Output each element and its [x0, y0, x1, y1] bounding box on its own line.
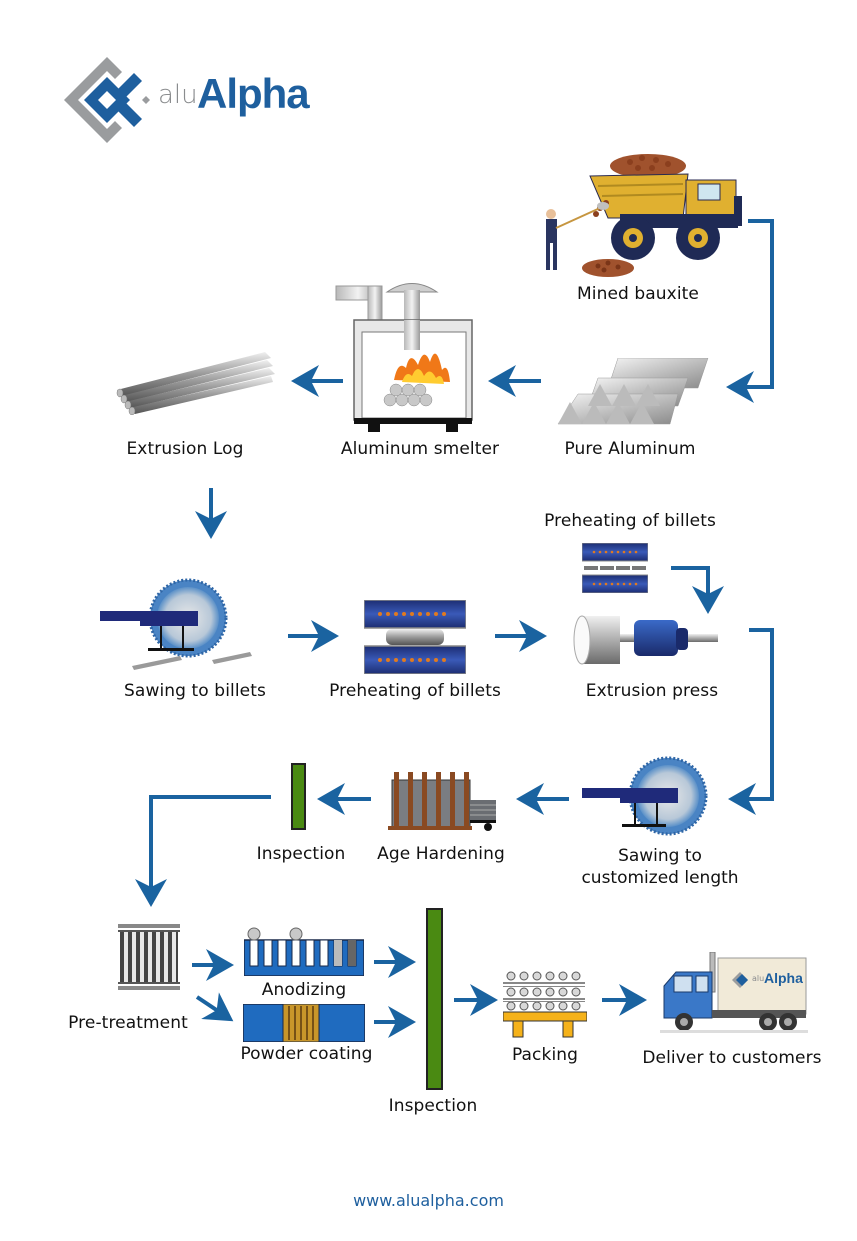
label-sawing-customized: Sawing to customized length: [560, 845, 760, 889]
delivery-truck-icon: [660, 952, 808, 1033]
label-anodizing: Anodizing: [261, 980, 347, 1000]
label-aluminum-smelter: Aluminum smelter: [340, 439, 500, 459]
arrow-pretreatment-to-powder: [195, 992, 234, 1022]
logo-mark-icon: [64, 57, 150, 143]
label-sawing-customized-line1: Sawing to: [618, 846, 702, 866]
label-pre-treatment: Pre-treatment: [68, 1013, 188, 1033]
inspection-gate-icon: [426, 908, 443, 1090]
label-preheating-of-billets-top: Preheating of billets: [544, 511, 716, 531]
billet-heater-icon: [364, 600, 466, 674]
label-packing: Packing: [511, 1045, 579, 1065]
label-deliver: Deliver to customers: [642, 1048, 822, 1068]
extrusion-press-icon: [573, 615, 718, 665]
label-pure-aluminum: Pure Aluminum: [564, 439, 696, 459]
truck-logo-prefix: alu: [752, 974, 765, 983]
powder-coating-booth-icon: [243, 1004, 365, 1042]
logo-prefix: alu: [158, 80, 198, 110]
label-inspection-1: Inspection: [256, 844, 346, 864]
truck-logo-name: Alpha: [764, 970, 803, 986]
aluminum-ingots-icon: [557, 358, 709, 425]
circular-saw-icon: [582, 756, 708, 836]
label-inspection-2: Inspection: [388, 1096, 478, 1116]
label-extrusion-press: Extrusion press: [585, 681, 719, 701]
arrow-inspection-to-pretreatment: [135, 795, 271, 907]
arrow-top-preheating-to-press: [671, 566, 724, 614]
label-sawing-customized-line2: customized length: [581, 868, 739, 888]
label-extrusion-log: Extrusion Log: [126, 439, 244, 459]
inspection-gate-icon: [291, 763, 306, 830]
footer-url[interactable]: www.alualpha.com: [353, 1191, 504, 1210]
label-powder-coating: Powder coating: [240, 1044, 373, 1064]
smelter-furnace-icon: [335, 283, 473, 432]
arrow-press-to-sawing-custom: [728, 628, 774, 815]
billet-heater-small-icon: [582, 543, 648, 593]
logo-name: Alpha: [197, 70, 310, 117]
circular-saw-icon: [100, 578, 252, 670]
label-mined-bauxite: Mined bauxite: [576, 284, 699, 304]
extrusion-logs-icon: [116, 352, 275, 415]
aging-oven-rack-icon: [388, 772, 496, 831]
pretreatment-rack-icon: [118, 924, 180, 990]
dump-truck-icon: [546, 154, 742, 277]
arrow-bauxite-to-aluminum: [726, 219, 774, 403]
label-sawing-to-billets: Sawing to billets: [124, 681, 266, 701]
packing-pallet-icon: [503, 971, 587, 1038]
label-preheating-of-billets: Preheating of billets: [329, 681, 501, 701]
label-age-hardening: Age Hardening: [377, 844, 505, 864]
anodizing-tank-icon: [244, 927, 364, 976]
